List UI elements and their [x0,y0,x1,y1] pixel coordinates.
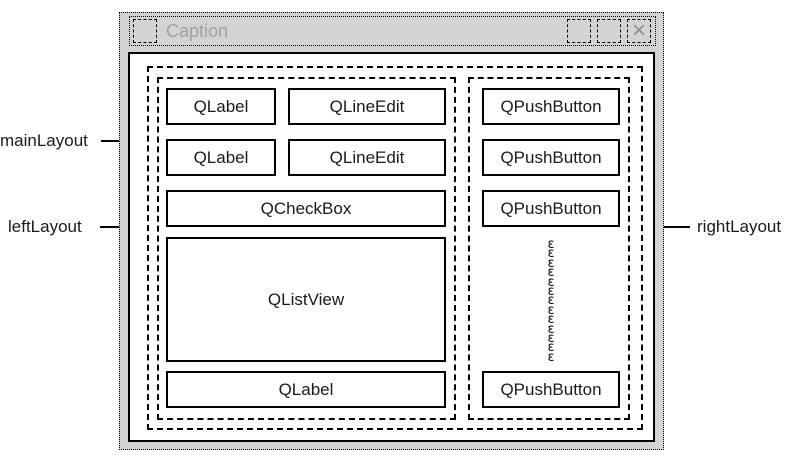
dialog-window: Caption × QLabel QLineEdit QLabel QLineE… [119,12,664,450]
maximize-button [597,19,621,43]
qlineedit-row2: QLineEdit [288,139,446,176]
qlabel-row2: QLabel [166,139,276,176]
minimize-button [567,19,591,43]
system-menu-icon [133,19,157,43]
qlineedit-row1: QLineEdit [288,88,446,125]
left-layout-outline [157,77,456,420]
qpushbutton-1: QPushButton [482,88,620,125]
window-title: Caption [166,20,229,41]
left-layout-annotation: leftLayout [8,217,82,236]
qlabel-row1: QLabel [166,88,276,125]
close-button: × [627,19,651,43]
right-layout-annotation: rightLayout [697,217,782,236]
qlistview: QListView [166,237,446,362]
spacer-spring-icon: ε ε ε ε ε ε ε ε ε ε ε ε ε [547,237,555,365]
client-area: QLabel QLineEdit QLabel QLineEdit QCheck… [128,52,655,442]
main-layout-annotation: mainLayout [0,131,88,150]
qcheckbox: QCheckBox [166,190,446,227]
close-icon: × [631,17,646,44]
title-bar: Caption × [129,16,656,46]
qpushbutton-4: QPushButton [482,371,620,408]
right-layout-outline [468,77,630,420]
qpushbutton-2: QPushButton [482,139,620,176]
qpushbutton-3: QPushButton [482,190,620,227]
qlabel-bottom: QLabel [166,371,446,408]
main-layout-outline [147,66,643,430]
